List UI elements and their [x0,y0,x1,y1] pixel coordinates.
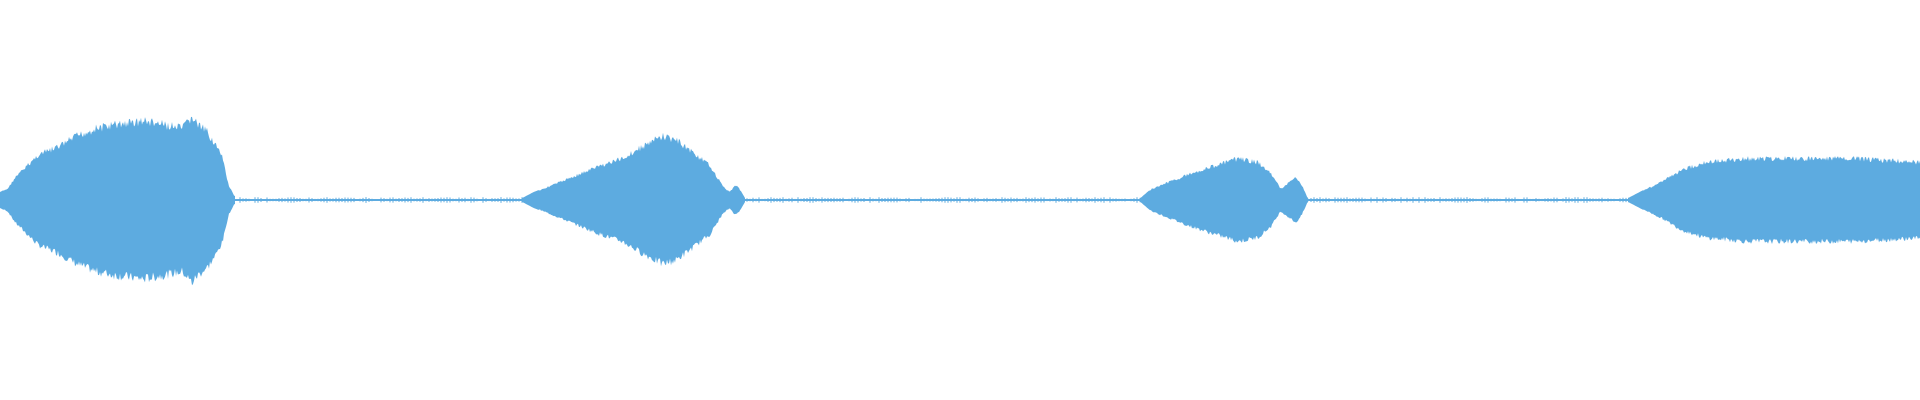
waveform-segments [0,116,1920,286]
waveform-segment-4 [1628,156,1920,244]
waveform-silence-noise [0,197,1918,203]
